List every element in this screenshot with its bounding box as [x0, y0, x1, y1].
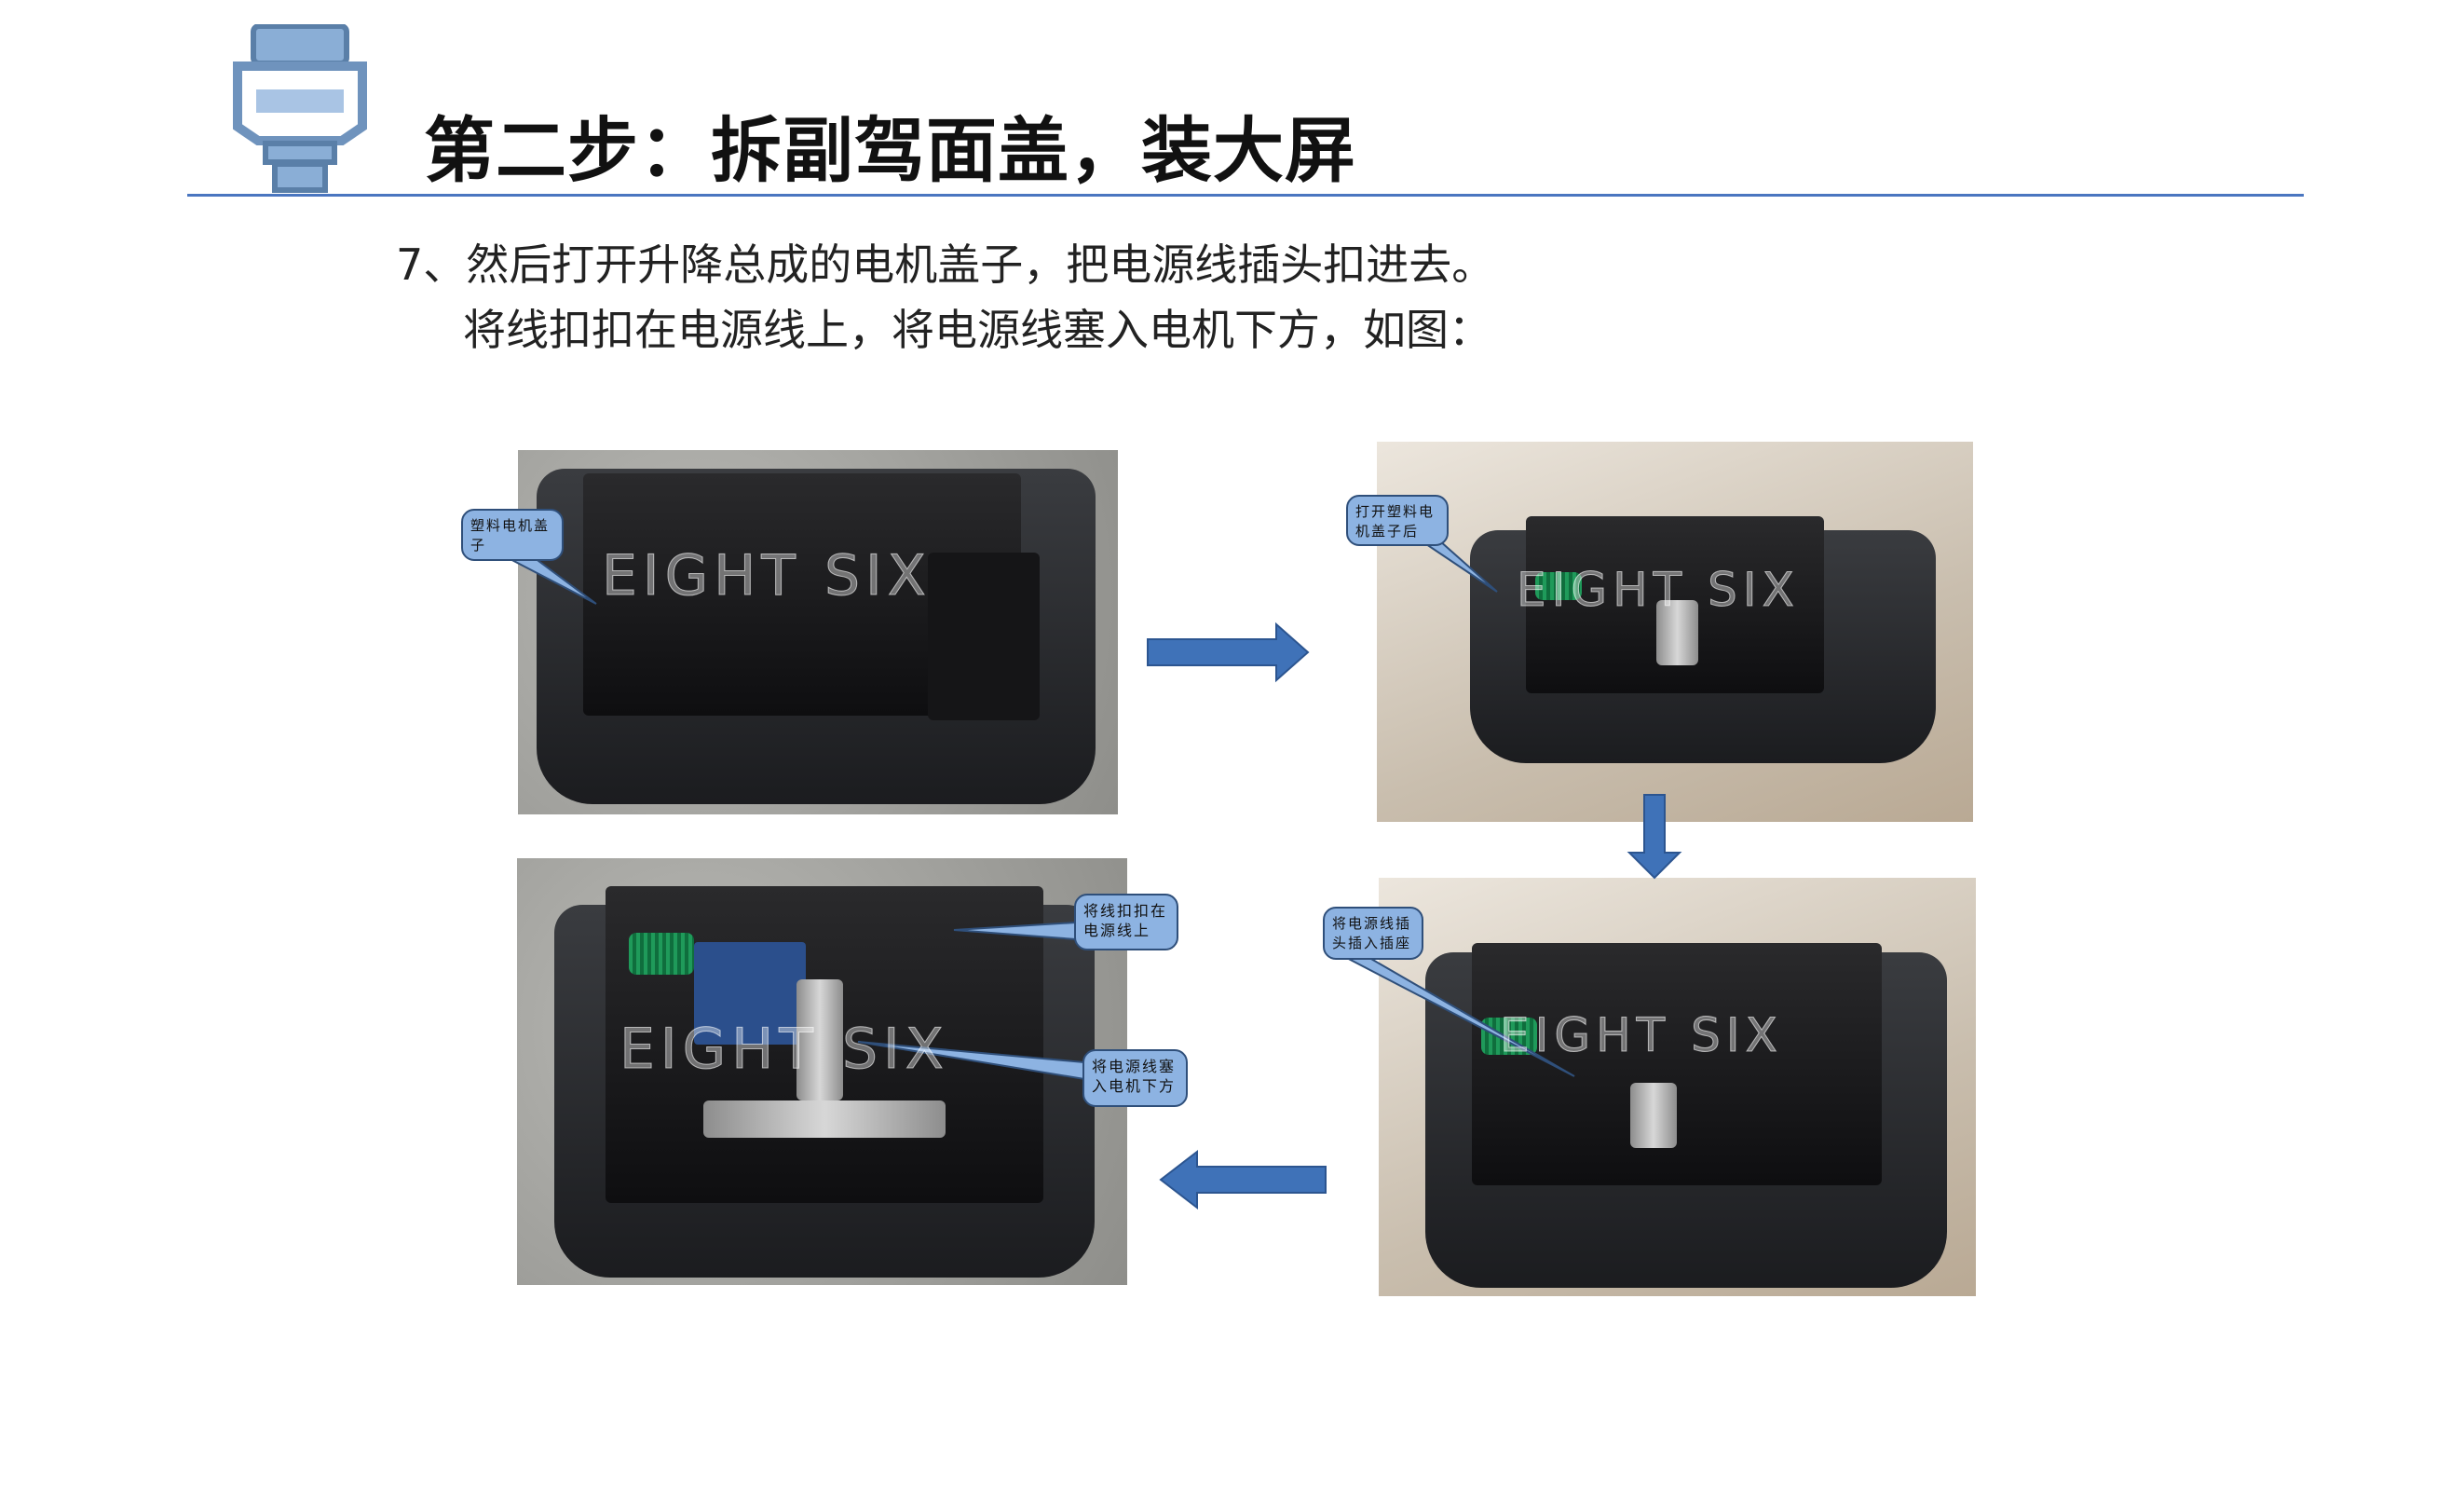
- instruction-line-2: 将线扣扣在电源线上，将电源线塞入电机下方，如图：: [463, 305, 1491, 355]
- document-stack-icon: [233, 24, 367, 193]
- photo-plug-inserted: EIGHT SIX: [1379, 878, 1976, 1296]
- watermark: EIGHT SIX: [1500, 1008, 1783, 1063]
- callout-pointer: [502, 554, 597, 605]
- page-title: 第二步：拆副驾面盖，装大屏: [424, 109, 1356, 192]
- header-divider: [187, 194, 2304, 197]
- watermark: EIGHT SIX: [602, 543, 932, 609]
- arrow-right-icon: [1147, 622, 1310, 683]
- callout-pointer: [1417, 540, 1498, 593]
- photo-motor-cover-closed: EIGHT SIX: [518, 450, 1118, 814]
- callout-tuck-cable-under-motor: 将电源线塞入电机下方: [1082, 1049, 1188, 1107]
- callout-insert-plug: 将电源线插头插入插座: [1323, 907, 1423, 960]
- arrow-left-icon: [1159, 1149, 1327, 1210]
- watermark: EIGHT SIX: [1517, 563, 1800, 618]
- watermark: EIGHT SIX: [619, 1017, 949, 1083]
- arrow-down-icon: [1627, 794, 1682, 880]
- instruction-line-1: 7、然后打开升降总成的电机盖子，把电源线插头扣进去。: [396, 239, 1495, 290]
- callout-after-opening-cover: 打开塑料电机盖子后: [1346, 495, 1449, 546]
- callout-plastic-motor-cover: 塑料电机盖子: [461, 509, 564, 561]
- callout-pointer: [953, 921, 1077, 941]
- callout-clip-on-cable: 将线扣扣在电源线上: [1074, 894, 1178, 950]
- photo-motor-cover-open: EIGHT SIX: [1377, 442, 1973, 822]
